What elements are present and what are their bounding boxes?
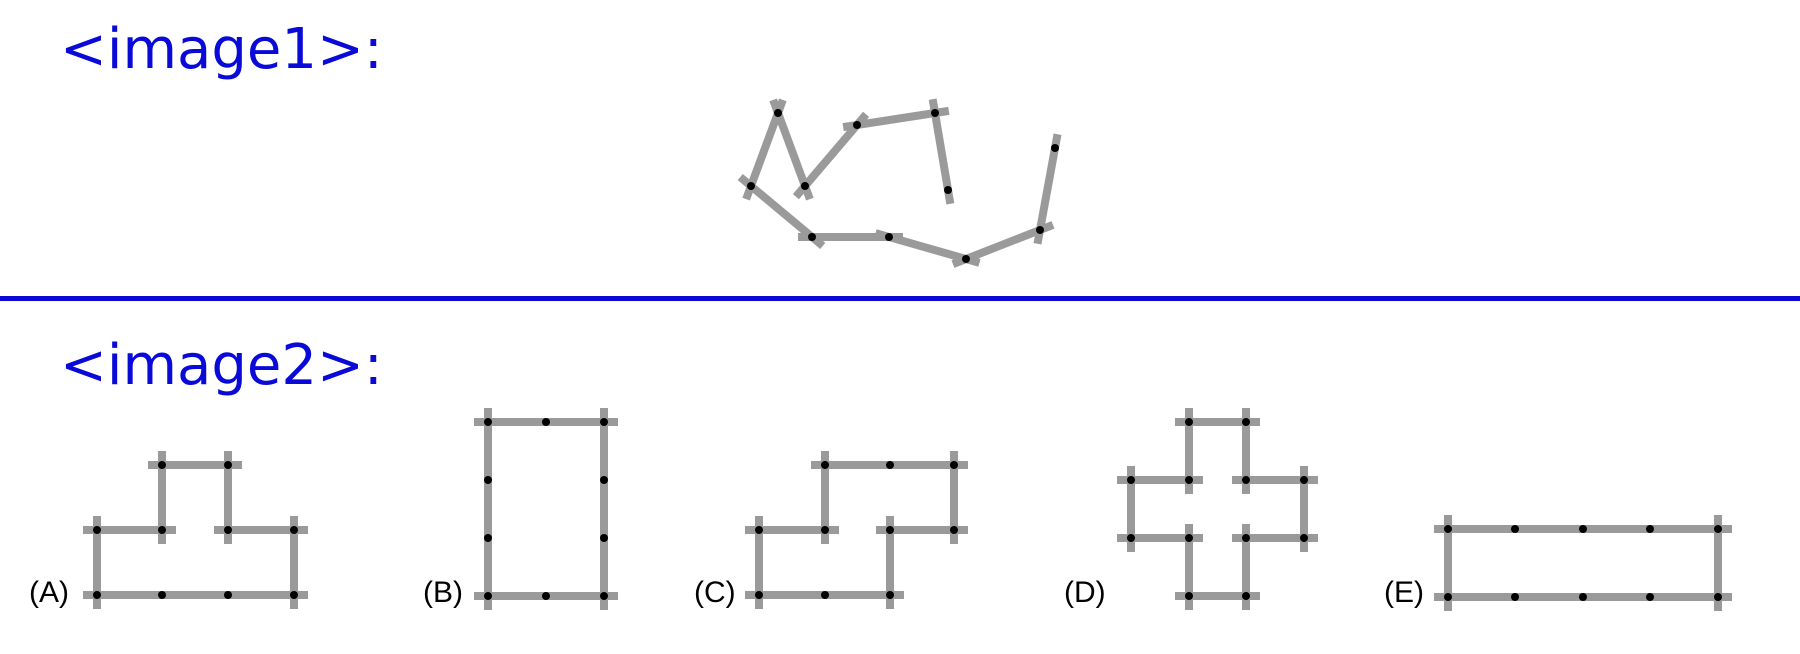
joint-dot — [1242, 534, 1250, 542]
joint-dot — [1127, 534, 1135, 542]
joint-dot — [1511, 525, 1519, 533]
joint-dot — [774, 109, 782, 117]
joint-dot — [755, 591, 763, 599]
joint-dot — [1444, 525, 1452, 533]
joint-dot — [1714, 593, 1722, 601]
joint-dot — [1646, 593, 1654, 601]
joint-dot — [484, 534, 492, 542]
joint-dot — [93, 591, 101, 599]
joint-dot — [158, 591, 166, 599]
joint-dot — [600, 592, 608, 600]
joint-dot — [1300, 476, 1308, 484]
joint-dot — [801, 182, 809, 190]
panel-title-image2: <image2>: — [60, 333, 383, 398]
option-label-c: (C) — [694, 576, 736, 609]
joint-dot — [1444, 593, 1452, 601]
joint-dot — [1579, 525, 1587, 533]
joint-dot — [290, 526, 298, 534]
joint-dot — [542, 592, 550, 600]
joint-dot — [290, 591, 298, 599]
option-label-b: (B) — [423, 576, 463, 609]
joint-dot — [747, 182, 755, 190]
panel-title-image1: <image1>: — [60, 17, 383, 82]
joint-dot — [1242, 592, 1250, 600]
joint-dot — [1185, 418, 1193, 426]
joint-dot — [484, 418, 492, 426]
joint-dot — [821, 526, 829, 534]
joint-dot — [1036, 226, 1044, 234]
joint-dot — [1185, 534, 1193, 542]
option-c-shape — [745, 451, 968, 609]
joint-dot — [950, 526, 958, 534]
panel-divider — [0, 296, 1800, 301]
option-b-shape — [474, 408, 618, 610]
joint-dot — [1185, 476, 1193, 484]
joint-dot — [962, 255, 970, 263]
joint-dot — [158, 461, 166, 469]
joint-dot — [1646, 525, 1654, 533]
joint-dot — [1511, 593, 1519, 601]
joint-dot — [808, 233, 816, 241]
joint-dot — [600, 476, 608, 484]
joint-dot — [886, 526, 894, 534]
joint-dot — [1242, 476, 1250, 484]
joint-dot — [755, 526, 763, 534]
joint-dot — [158, 526, 166, 534]
rod-chain-figure — [737, 98, 1062, 268]
joint-dot — [484, 592, 492, 600]
joint-dot — [484, 476, 492, 484]
joint-dot — [944, 186, 952, 194]
rod — [1033, 133, 1062, 245]
joint-dot — [93, 526, 101, 534]
joint-dot — [931, 109, 939, 117]
joint-dot — [853, 121, 861, 129]
option-a-shape — [83, 451, 308, 609]
joint-dot — [886, 461, 894, 469]
joint-dot — [1127, 476, 1135, 484]
joint-dot — [542, 418, 550, 426]
option-label-a: (A) — [29, 576, 69, 609]
joint-dot — [821, 591, 829, 599]
joint-dot — [224, 591, 232, 599]
joint-dot — [950, 461, 958, 469]
joint-dot — [600, 418, 608, 426]
joint-dot — [1300, 534, 1308, 542]
joint-dot — [1579, 593, 1587, 601]
joint-dot — [886, 591, 894, 599]
joint-dot — [224, 526, 232, 534]
option-label-e: (E) — [1384, 576, 1424, 609]
joint-dot — [821, 461, 829, 469]
joint-dot — [1185, 592, 1193, 600]
joint-dot — [1051, 144, 1059, 152]
option-d-shape — [1117, 408, 1318, 610]
option-label-d: (D) — [1064, 576, 1106, 609]
joint-dot — [885, 233, 893, 241]
joint-dot — [224, 461, 232, 469]
joint-dot — [600, 534, 608, 542]
joint-dot — [1242, 418, 1250, 426]
joint-dot — [1714, 525, 1722, 533]
option-e-shape — [1434, 515, 1732, 611]
